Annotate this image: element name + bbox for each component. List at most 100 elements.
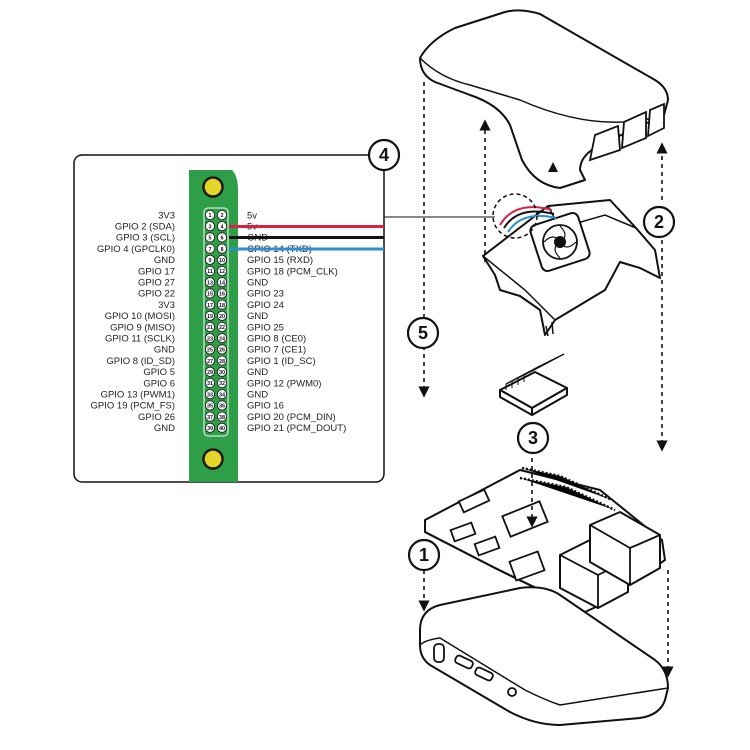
right-pin-label: GPIO 24 (247, 300, 284, 311)
left-pin-label: GPIO 22 (138, 289, 175, 300)
fan-assembly (482, 193, 661, 337)
right-pin-label: GPIO 21 (PCM_DOUT) (247, 423, 346, 434)
step-callout-4: 4 (367, 138, 401, 172)
gpio-pin (216, 355, 227, 366)
right-pin-label: GPIO 25 (247, 322, 284, 333)
pin-number: 37 (207, 415, 213, 421)
left-pin-label: GPIO 2 (SDA) (115, 222, 175, 233)
gpio-pin (216, 333, 227, 344)
pin-number: 23 (207, 336, 213, 342)
left-pin-label: GPIO 13 (PWM1) (101, 390, 175, 401)
pin-number: 40 (219, 426, 225, 432)
gpio-pin (216, 277, 227, 288)
pin-number: 27 (207, 359, 213, 365)
mounting-hole-bottom (202, 448, 224, 470)
right-pin-label: GND (247, 311, 268, 322)
step-number-4: 4 (379, 145, 389, 165)
pin-number: 16 (219, 292, 225, 298)
gpio-pin (204, 209, 215, 220)
gpio-pin (204, 310, 215, 321)
right-pin-label: GPIO 8 (CE0) (247, 334, 306, 345)
left-pin-label: GPIO 3 (SCL) (116, 233, 175, 244)
left-pin-label: GPIO 26 (138, 412, 175, 423)
left-pin-label: GND (154, 345, 175, 356)
right-pin-label: GPIO 12 (PWM0) (247, 378, 321, 389)
gpio-pin (216, 389, 227, 400)
step-number-3: 3 (528, 428, 538, 448)
gpio-pin (204, 265, 215, 276)
step-callout-5: 5 (406, 316, 440, 350)
right-pin-label: GPIO 1 (ID_SC) (247, 356, 316, 367)
pin-number: 3 (208, 224, 211, 230)
left-pin-label: GPIO 9 (MISO) (110, 322, 175, 333)
pin-number: 4 (220, 224, 224, 230)
left-pin-label: 3V3 (158, 210, 175, 221)
gpio-pin (216, 400, 227, 411)
gpio-pin (216, 209, 227, 220)
left-pin-label: GPIO 17 (138, 266, 175, 277)
gpio-pin (204, 321, 215, 332)
gpio-pin (204, 411, 215, 422)
right-pin-label: GPIO 7 (CE1) (247, 345, 306, 356)
step-callout-1: 1 (407, 538, 441, 572)
pin-number: 22 (219, 325, 225, 331)
pin-number: 8 (220, 247, 223, 253)
gpio-pin (216, 310, 227, 321)
pin-number: 19 (207, 314, 213, 320)
left-pin-label: GPIO 6 (143, 378, 175, 389)
right-pin-label: GND (247, 278, 268, 289)
gpio-pin (204, 288, 215, 299)
gpio-pin (204, 299, 215, 310)
gpio-pin (216, 366, 227, 377)
gpio-pin (216, 243, 227, 254)
pin-number: 39 (207, 426, 213, 432)
step-number-1: 1 (419, 545, 429, 565)
gpio-pin (204, 232, 215, 243)
gpio-pin (216, 422, 227, 433)
step-number-2: 2 (654, 212, 664, 232)
pin-number: 32 (219, 381, 225, 387)
step-callout-3: 3 (516, 421, 550, 455)
pin-number: 33 (207, 392, 213, 398)
pin-number: 24 (219, 336, 226, 342)
gpio-pin (204, 221, 215, 232)
gpio-pin (216, 254, 227, 265)
gpio-pin (204, 333, 215, 344)
pin-number: 2 (220, 213, 223, 219)
pin-number: 31 (207, 381, 213, 387)
step-callout-2: 2 (642, 205, 676, 239)
right-pin-label: GPIO 23 (247, 289, 284, 300)
pin-number: 34 (219, 392, 226, 398)
heatsink (499, 353, 568, 416)
fan-cable-red (499, 206, 553, 226)
left-pin-label: GND (154, 423, 175, 434)
gpio-pin (216, 299, 227, 310)
right-pin-label: GND (247, 390, 268, 401)
left-pin-label: GPIO 27 (138, 278, 175, 289)
pin-number: 12 (219, 269, 225, 275)
pin-number: 38 (219, 415, 225, 421)
pin-number: 14 (219, 280, 226, 286)
left-pin-label: GPIO 19 (PCM_FS) (91, 401, 175, 412)
right-pin-label: GPIO 18 (PCM_CLK) (247, 266, 338, 277)
right-pin-label: GPIO 20 (PCM_DIN) (247, 412, 336, 423)
pin-number: 7 (208, 247, 211, 253)
gpio-pin (204, 377, 215, 388)
pin-number: 17 (207, 303, 213, 309)
pin-number: 10 (219, 258, 225, 264)
left-pin-label: GPIO 11 (SCLK) (105, 334, 175, 345)
mounting-hole-top (202, 176, 224, 198)
gpio-pin (204, 344, 215, 355)
pin-number: 28 (219, 359, 225, 365)
raspberry-pi-board (424, 466, 666, 613)
pin-number: 30 (219, 370, 225, 376)
gpio-pin (204, 389, 215, 400)
fan-cable-black (503, 210, 555, 229)
gpio-pin (204, 422, 215, 433)
pin-number: 13 (207, 280, 213, 286)
pin-number: 36 (219, 404, 225, 410)
